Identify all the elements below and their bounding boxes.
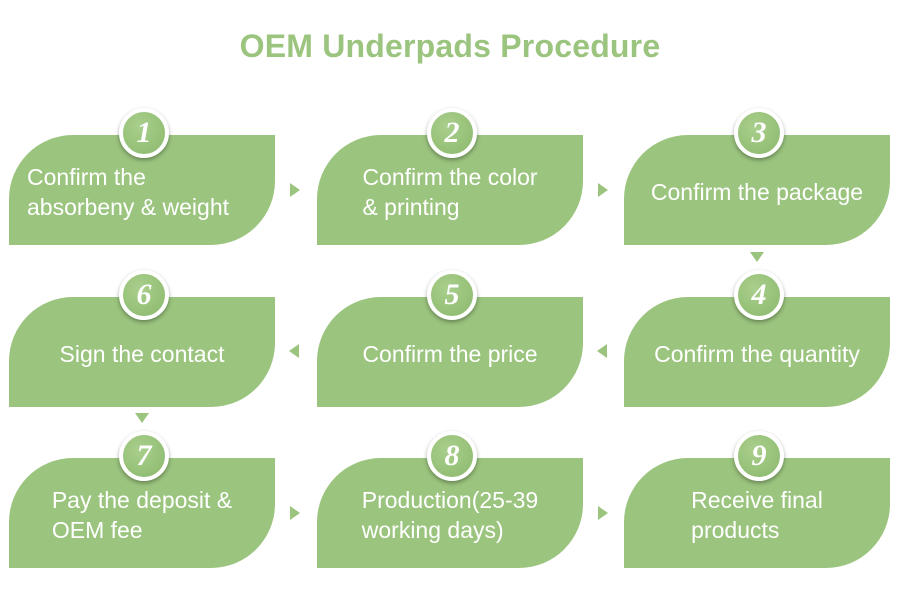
step-8-number-badge: 8 [427, 431, 477, 481]
diagram-title: OEM Underpads Procedure [239, 28, 661, 64]
step-9: Receive final products 9 [624, 431, 890, 568]
arrow-left-icon [289, 344, 299, 358]
step-2: Confirm the color & printing 2 [317, 108, 583, 245]
step-2-label: Confirm the color & printing [317, 135, 583, 245]
step-7-number-badge: 7 [119, 431, 169, 481]
step-6: Sign the contact 6 [9, 270, 275, 407]
arrow-down-icon [135, 413, 149, 423]
step-5-number-badge: 5 [427, 270, 477, 320]
step-1-number-badge: 1 [119, 108, 169, 158]
step-9-number-badge: 9 [734, 431, 784, 481]
step-4-number-badge: 4 [734, 270, 784, 320]
arrow-right-icon [598, 183, 608, 197]
step-2-number-badge: 2 [427, 108, 477, 158]
step-8: Production(25-39 working days) 8 [317, 431, 583, 568]
step-4: Confirm the quantity 4 [624, 270, 890, 407]
step-7: Pay the deposit & OEM fee 7 [9, 431, 275, 568]
arrow-right-icon [290, 183, 300, 197]
step-5: Confirm the price 5 [317, 270, 583, 407]
arrow-right-icon [290, 506, 300, 520]
step-6-number-badge: 6 [119, 270, 169, 320]
step-4-label: Confirm the quantity [624, 297, 890, 407]
step-9-label: Receive final products [624, 458, 890, 568]
arrow-down-icon [750, 252, 764, 262]
arrow-right-icon [598, 506, 608, 520]
step-1: Confirm the absorbeny & weight 1 [9, 108, 275, 245]
step-3: Confirm the package 3 [624, 108, 890, 245]
step-3-number-badge: 3 [734, 108, 784, 158]
arrow-left-icon [597, 344, 607, 358]
